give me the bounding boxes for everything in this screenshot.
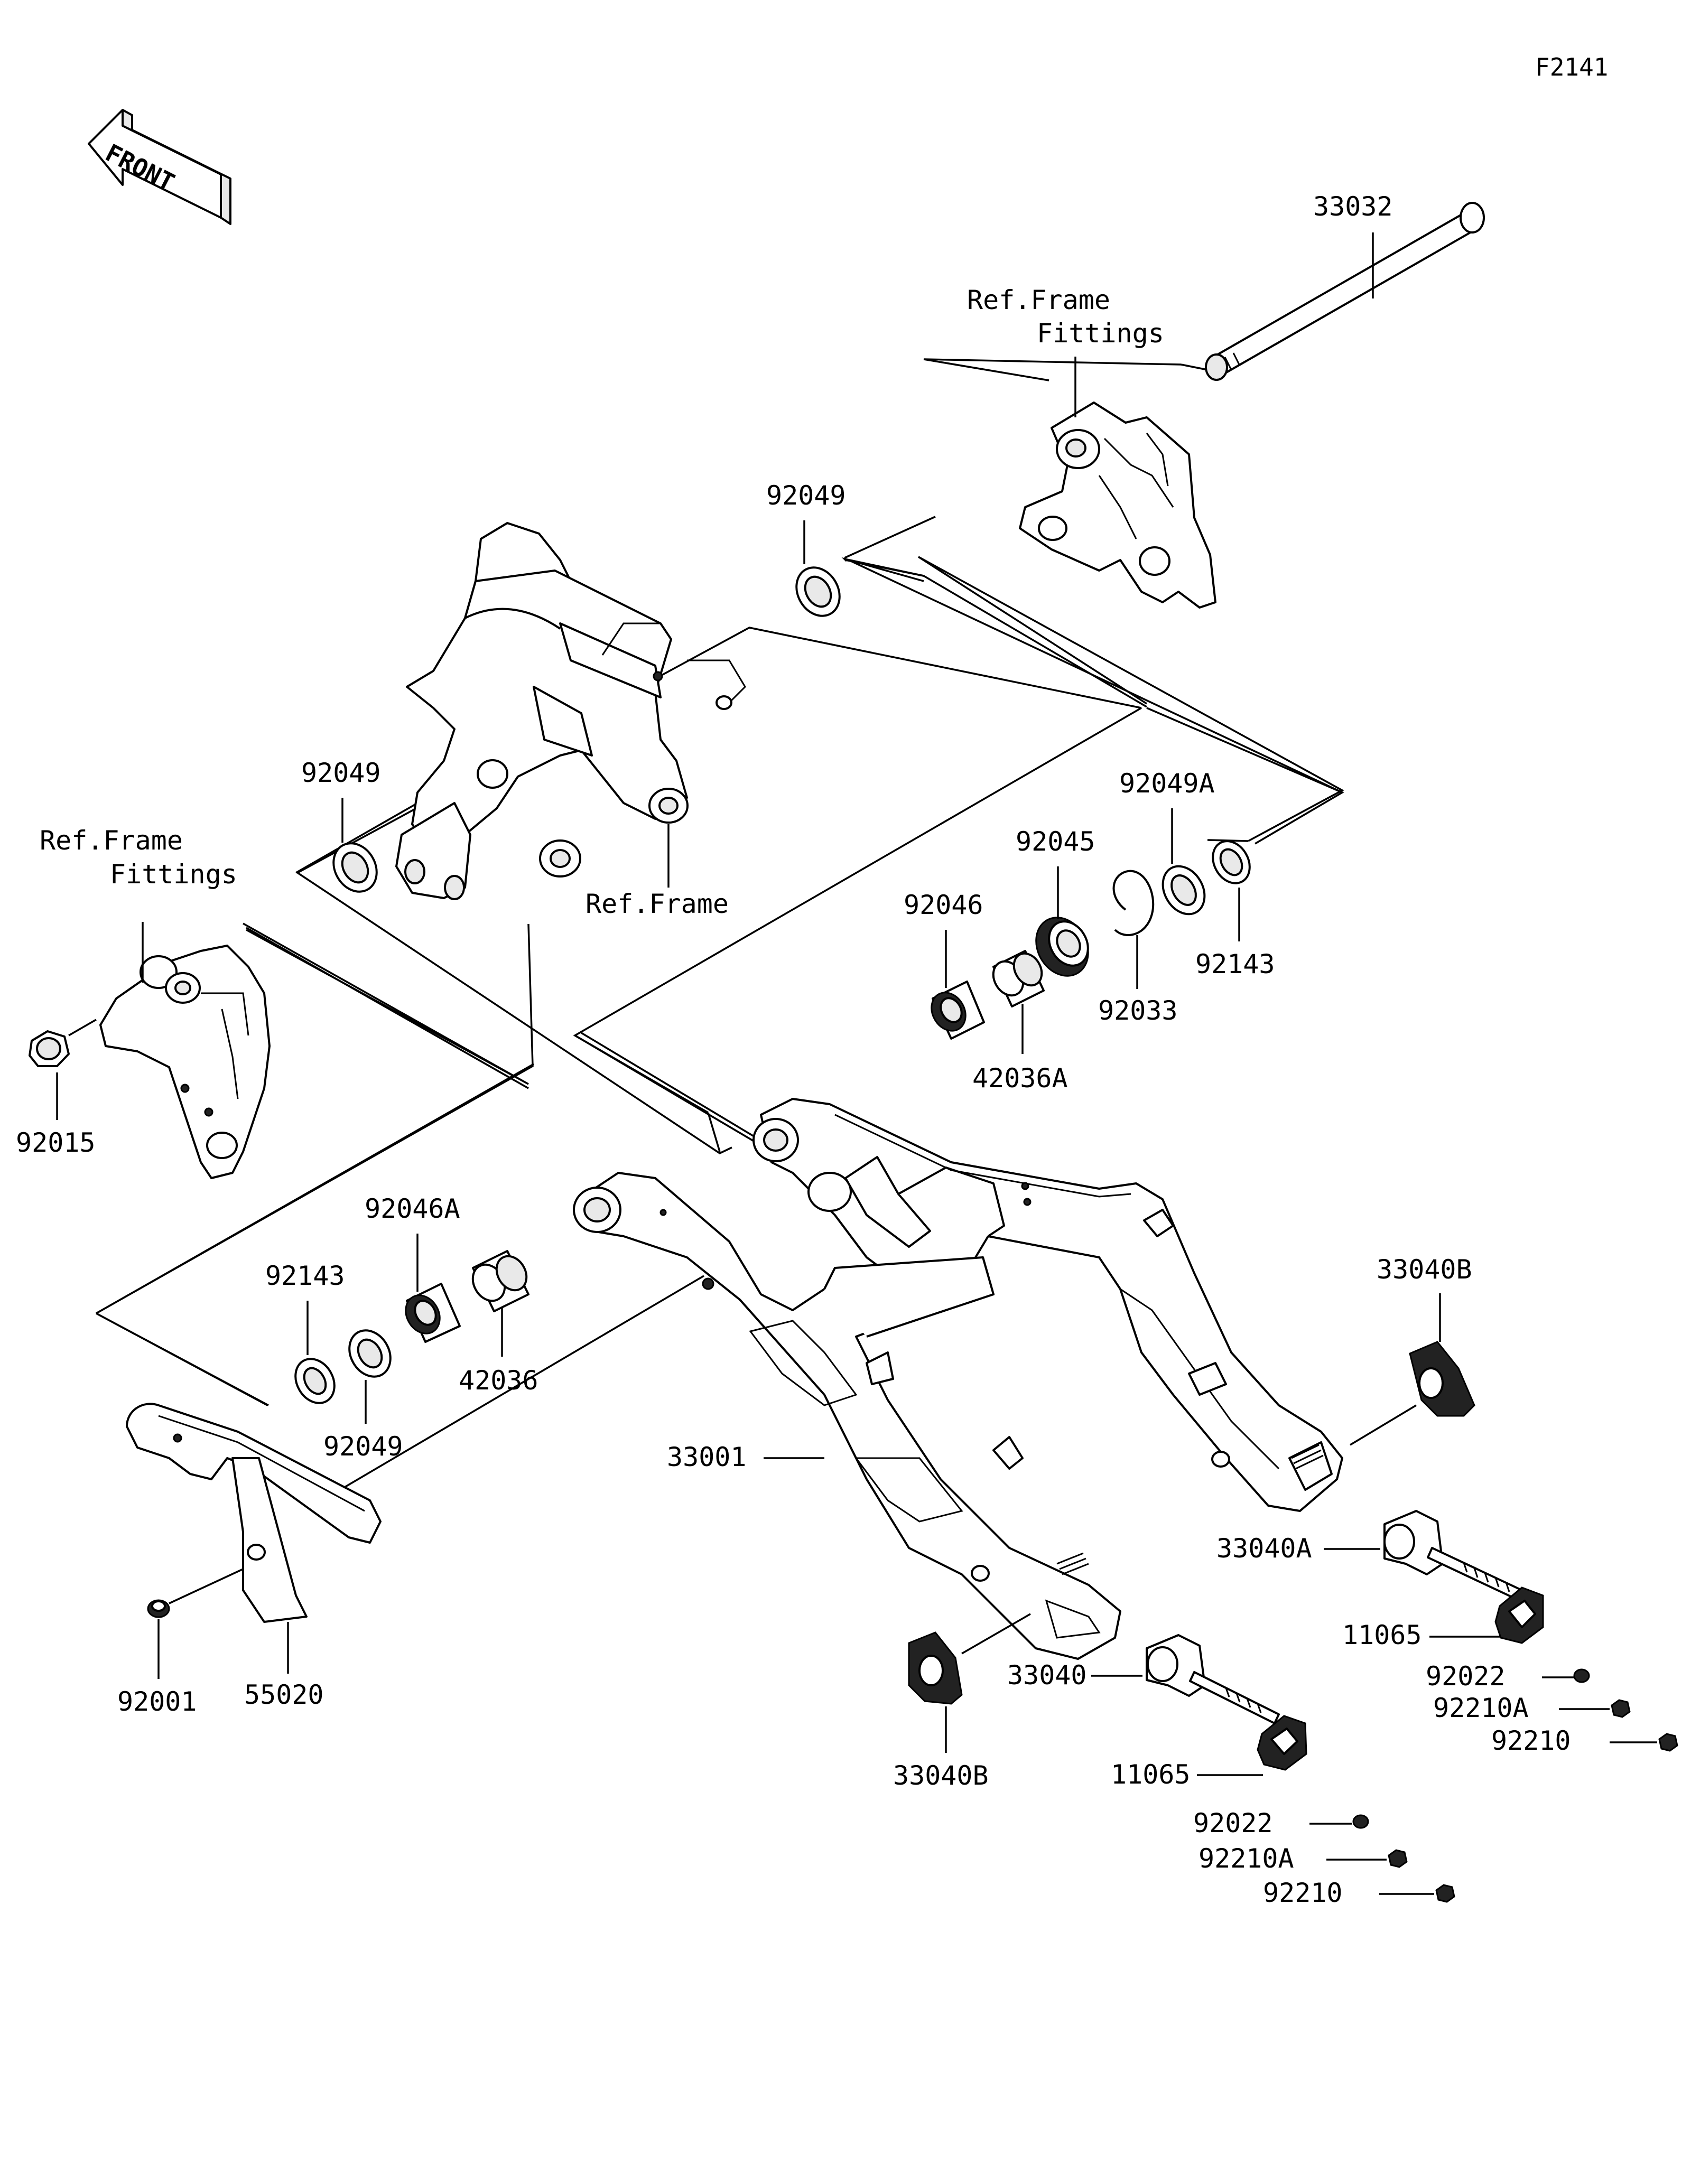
leader-bolt-shaft [169,1568,244,1604]
collar-left [294,1358,336,1404]
label-ref-frame-fittings-right-2: Fittings [1037,318,1164,349]
label-swingarm: 33001 [667,1442,747,1472]
label-needle-bearing: 92046 [904,890,983,920]
adjuster-b-left [908,1631,963,1705]
needle-bearing-a [405,1283,461,1343]
label-chain-guard: 55020 [244,1679,324,1710]
main-frame [395,522,746,900]
label-nut-a-right: 92210A [1433,1693,1529,1723]
label-adjuster: 33040 [1007,1660,1087,1691]
label-adjuster-bolt-right: 11065 [1342,1620,1422,1650]
nut [29,1030,70,1067]
label-adjuster-bolt-left: 11065 [1111,1759,1191,1790]
frame-fitting-left [99,945,271,1179]
chain-guard [126,1403,382,1623]
label-adjuster-b-right: 33040B [1377,1254,1472,1285]
swingarm [573,1098,1343,1660]
frame-fitting-right [1019,402,1216,609]
sleeve [471,1250,529,1312]
adjuster-bolt-right [1494,1586,1544,1644]
leader-adjuster-b-left-shaft [961,1613,1031,1655]
adjuster-a [1383,1510,1523,1601]
leader-nut-shaft [68,1019,97,1037]
label-axle: 33032 [1313,191,1393,222]
label-ref-frame-fittings-left-2: Fittings [110,859,237,890]
label-cap-top: 92049 [766,480,846,511]
label-nut-a-left: 92210A [1198,1843,1294,1874]
swingarm-pivot-axle [1205,202,1485,381]
nut-a-right [1611,1699,1631,1718]
adjuster [1146,1634,1280,1724]
label-collar-right: 92143 [1195,949,1275,979]
label-cap-a: 92049A [1119,768,1215,799]
cap-left [332,842,378,893]
front-arrow-icon: FRONT [88,109,231,225]
label-collar-left: 92143 [265,1261,345,1291]
label-ref-frame-fittings-left-1: Ref.Frame [40,825,183,856]
label-bearing: 92045 [1016,826,1095,857]
label-nut-right: 92210 [1491,1725,1571,1756]
snap-ring [1112,870,1155,936]
washer-right [1573,1668,1590,1683]
collar-right [1212,840,1251,884]
label-washer-right: 92022 [1426,1661,1506,1692]
sleeve-a [992,950,1045,1007]
label-ref-frame-fittings-right-1: Ref.Frame [967,285,1110,315]
nut-a-left [1388,1849,1408,1868]
nut-right [1658,1733,1678,1752]
cap-bottom [348,1329,392,1378]
needle-bearing [931,981,985,1040]
label-nut-left: 92210 [1263,1878,1343,1908]
adjuster-bolt-left [1257,1715,1307,1771]
label-sleeve: 42036 [459,1365,538,1396]
label-adjuster-a: 33040A [1216,1533,1312,1564]
label-washer-left: 92022 [1193,1808,1273,1838]
label-bolt: 92001 [117,1686,197,1717]
adjuster-b-right [1409,1341,1475,1417]
bearing [1035,917,1089,977]
figure-code: F2141 [1535,53,1608,81]
cap-a [1162,865,1206,916]
nut-left [1435,1884,1455,1903]
bolt [147,1599,170,1618]
label-nut: 92015 [16,1127,96,1158]
label-needle-bearing-a: 92046A [365,1193,460,1224]
label-sleeve-a: 42036A [972,1063,1068,1094]
cap-top [795,566,841,617]
label-ref-frame: Ref.Frame [586,889,729,919]
leader-adjuster-b-right-shaft [1350,1404,1417,1446]
label-adjuster-b-left: 33040B [893,1760,989,1791]
label-cap-left: 92049 [301,758,381,788]
label-cap-bottom: 92049 [323,1431,403,1462]
label-snap-ring: 92033 [1098,995,1178,1026]
washer-left [1352,1814,1369,1829]
